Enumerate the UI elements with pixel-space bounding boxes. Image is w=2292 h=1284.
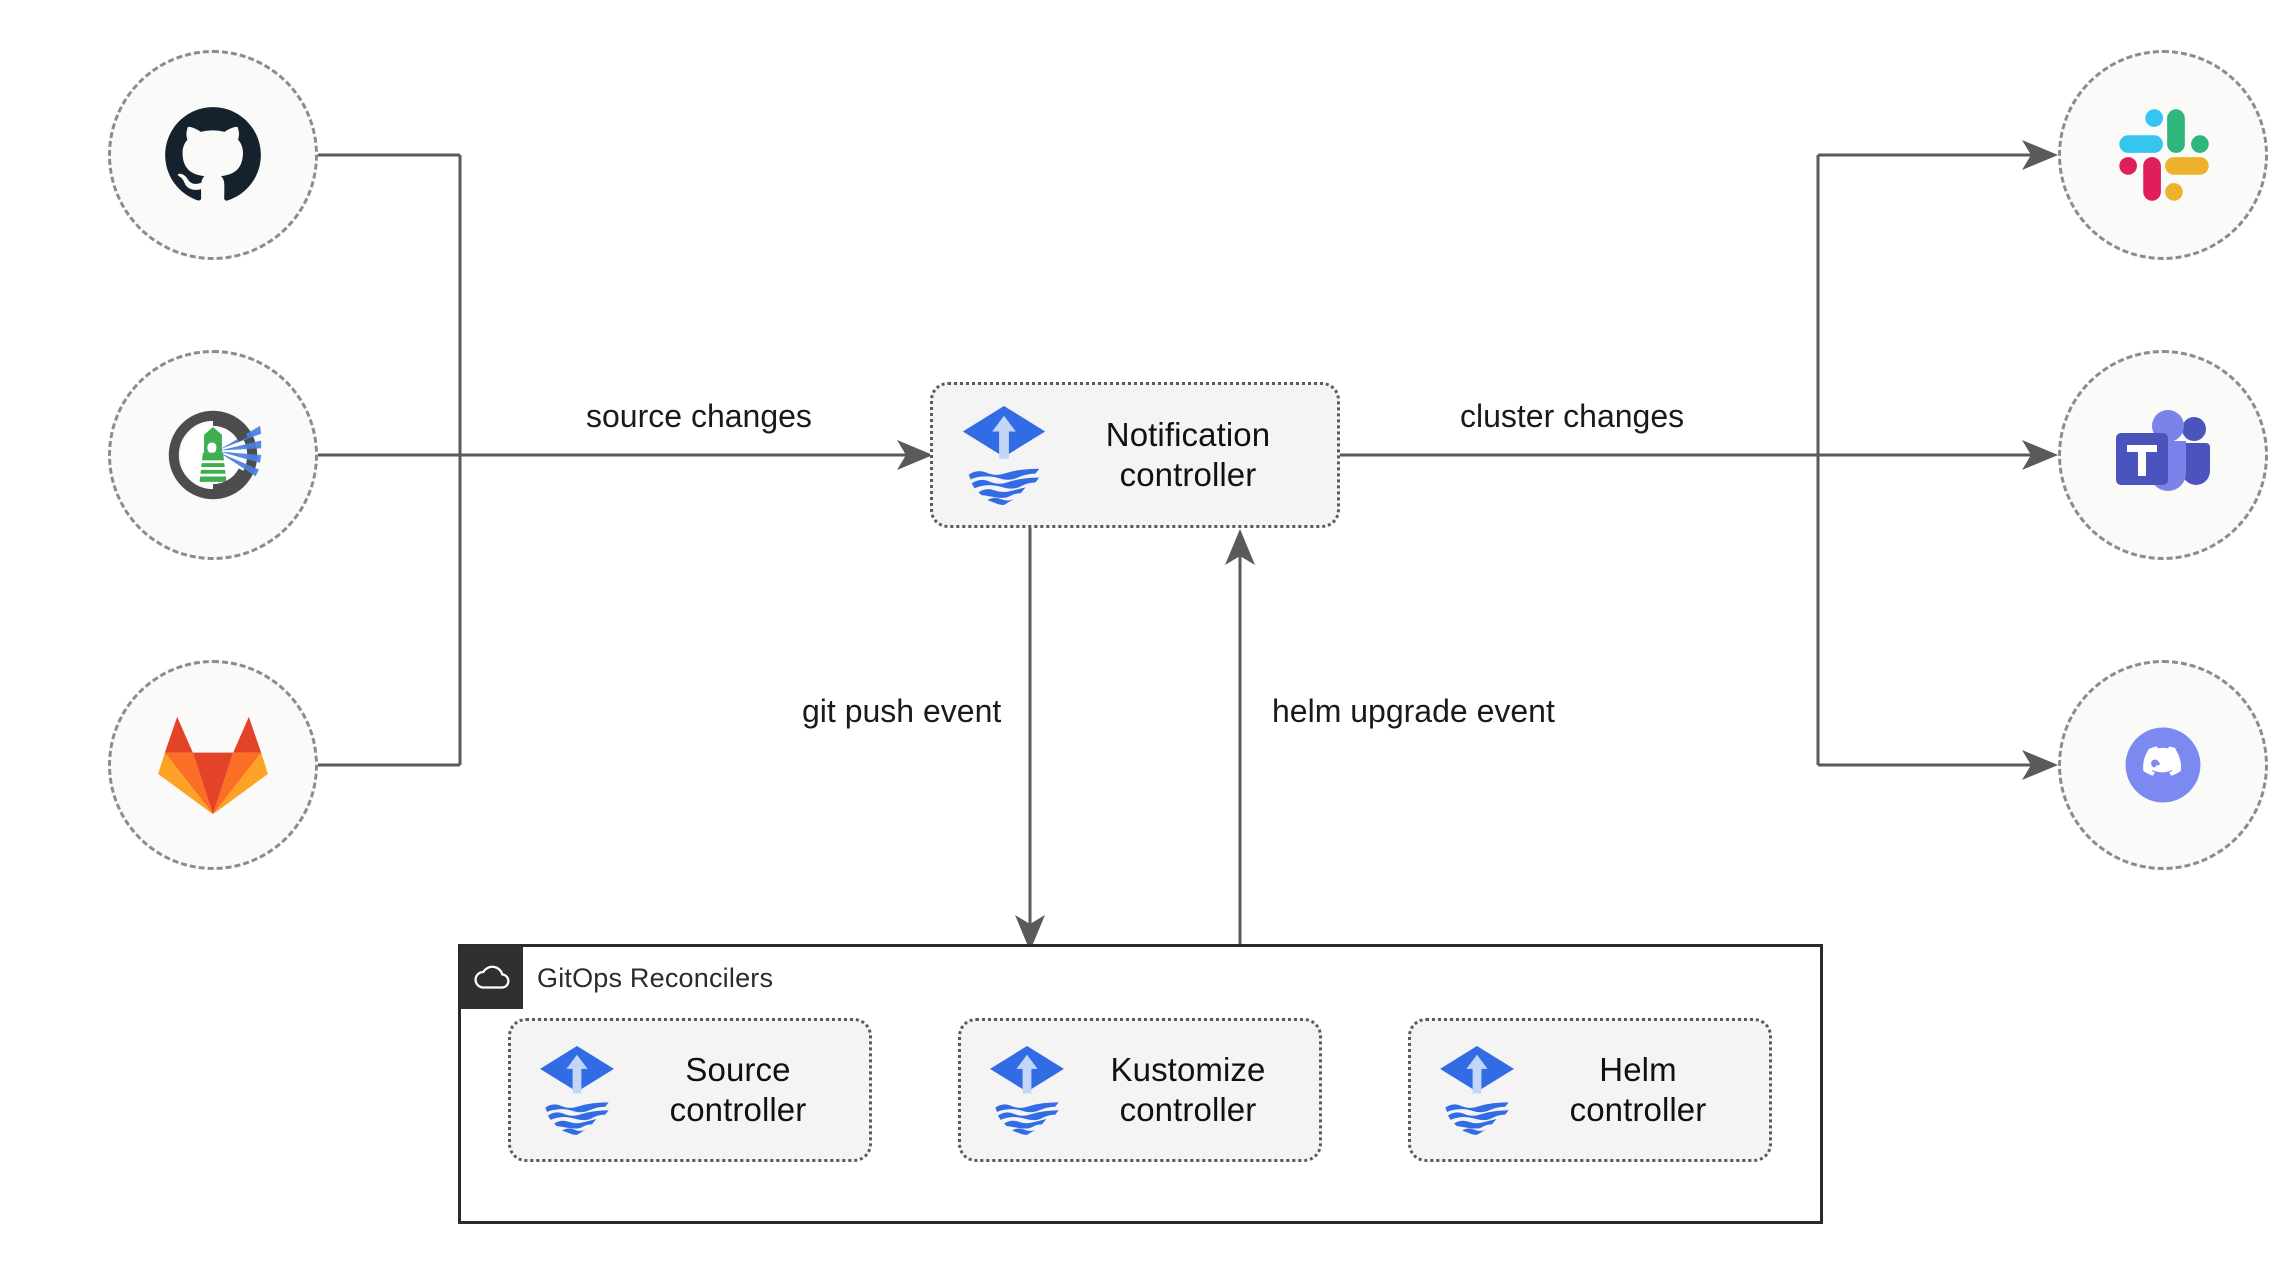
edge-label-git-push-event: git push event [792, 695, 1012, 727]
slack-icon [2119, 109, 2209, 201]
source-controller-label: Source controller [621, 1050, 869, 1131]
cloud-icon [474, 965, 510, 989]
edge-label-helm-upgrade-event: helm upgrade event [1262, 695, 1565, 727]
kustomize-controller-label: Kustomize controller [1071, 1050, 1319, 1131]
gitops-reconcilers-title: GitOps Reconcilers [537, 962, 774, 993]
group-icon-tab [461, 947, 523, 1009]
source-node-github[interactable] [108, 50, 318, 260]
flux-icon [990, 1046, 1064, 1135]
notification-controller-label: Notification controller [1053, 415, 1337, 496]
destination-node-teams[interactable] [2058, 350, 2268, 560]
notification-controller-line2: controller [1119, 456, 1257, 493]
microsoft-teams-icon [2116, 410, 2210, 491]
flux-icon [540, 1046, 614, 1135]
source-controller-line1: Source [685, 1050, 791, 1088]
source-controller-box[interactable]: Source controller [508, 1018, 872, 1162]
notification-controller-line1: Notification [1105, 415, 1271, 453]
destination-node-discord[interactable] [2058, 660, 2268, 870]
helm-controller-line2: controller [1569, 1091, 1707, 1128]
helm-controller-line1: Helm [1599, 1050, 1677, 1088]
kustomize-controller-line1: Kustomize [1110, 1050, 1266, 1088]
notification-controller-box[interactable]: Notification controller [930, 382, 1340, 528]
gitlab-icon [158, 716, 268, 815]
source-controller-line2: controller [669, 1091, 807, 1128]
github-icon [165, 107, 261, 201]
discord-icon [2125, 727, 2201, 803]
kustomize-controller-line2: controller [1119, 1091, 1257, 1128]
flux-icon [1440, 1046, 1514, 1135]
kustomize-controller-box[interactable]: Kustomize controller [958, 1018, 1322, 1162]
edge-label-cluster-changes: cluster changes [1450, 400, 1695, 432]
edge-label-source-changes: source changes [576, 400, 822, 432]
lighthouse-icon [168, 410, 262, 500]
source-node-flux-source[interactable] [108, 350, 318, 560]
flux-icon [962, 406, 1046, 505]
destination-node-slack[interactable] [2058, 50, 2268, 260]
source-node-gitlab[interactable] [108, 660, 318, 870]
helm-controller-label: Helm controller [1521, 1050, 1769, 1131]
helm-controller-box[interactable]: Helm controller [1408, 1018, 1772, 1162]
